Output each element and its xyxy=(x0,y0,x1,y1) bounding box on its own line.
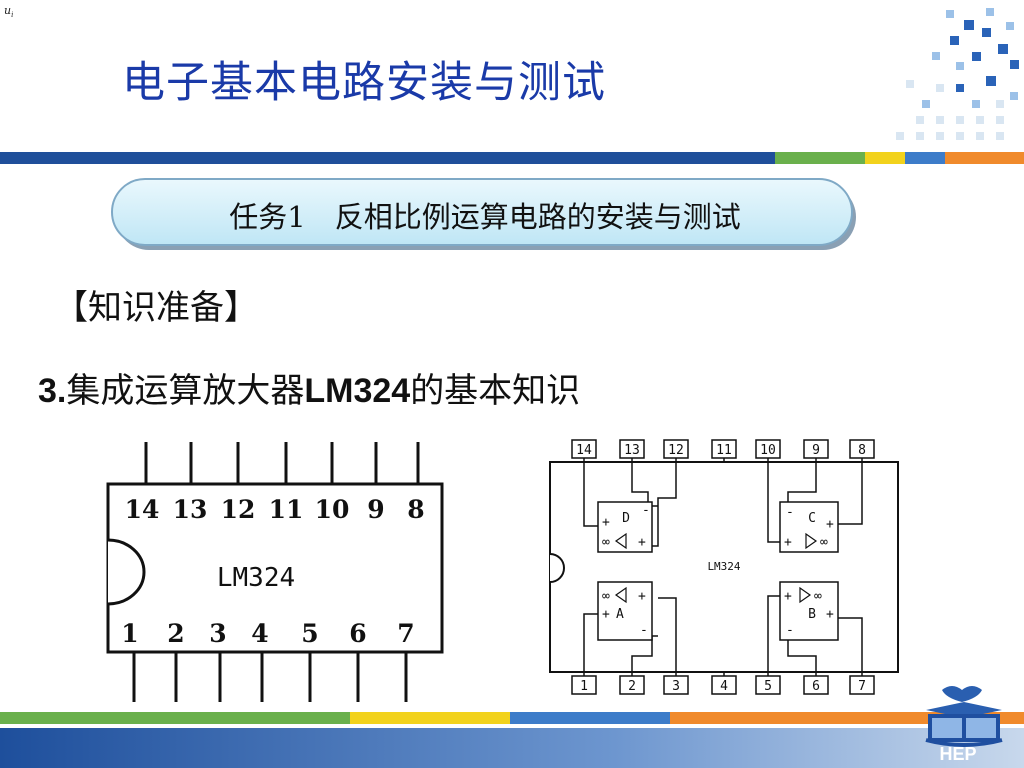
amp-b-infinity: ∞ xyxy=(814,589,822,604)
outline-pin-label: 2 xyxy=(167,619,184,648)
schematic-pin-label: 2 xyxy=(628,679,636,694)
outline-pin-label: 1 xyxy=(121,619,138,648)
amp-b-plus-right: + xyxy=(826,607,834,622)
chip-schematic-diagram: 14 13 12 11 10 9 8 1 2 3 4 5 6 7 LM324 +… xyxy=(549,439,899,695)
outline-pin-label: 11 xyxy=(269,495,304,524)
amp-c-triangle xyxy=(805,532,818,550)
header-color-stripe xyxy=(0,152,1024,164)
amp-b-minus: - xyxy=(786,623,794,638)
outline-pin-label: 8 xyxy=(407,495,424,524)
outline-chip-name: LM324 xyxy=(217,563,295,593)
amp-d-label: D xyxy=(622,511,630,526)
outline-pin-label: 7 xyxy=(397,619,414,648)
schematic-pin-label: 9 xyxy=(812,443,820,458)
amp-a-infinity: ∞ xyxy=(602,589,610,604)
schematic-pin-label: 11 xyxy=(716,443,732,458)
outline-pin-label: 10 xyxy=(315,495,350,524)
amp-d-plus-top: + xyxy=(602,515,610,530)
outline-pin-label: 5 xyxy=(301,619,318,648)
amp-c-plus-left: + xyxy=(784,535,792,550)
schematic-pin-label: 7 xyxy=(858,679,866,694)
amp-b-label: B xyxy=(808,607,816,622)
amp-c-plus-right: + xyxy=(826,517,834,532)
amp-d-triangle xyxy=(614,532,627,550)
footer-color-band xyxy=(0,712,1024,768)
decorative-square-grid xyxy=(896,8,1019,140)
schematic-pin-label: 14 xyxy=(576,443,592,458)
amp-a-triangle xyxy=(614,586,627,604)
schematic-pin-label: 8 xyxy=(858,443,866,458)
outline-pin-label: 4 xyxy=(251,619,268,648)
subheading-text-1: 集成运算放大器 xyxy=(66,371,305,411)
schematic-pin-leads xyxy=(583,458,863,676)
amp-a-plus-left: + xyxy=(602,607,610,622)
schematic-pin-label: 1 xyxy=(580,679,588,694)
subheading-text-2: 的基本知识 xyxy=(410,371,581,411)
subheading-model: LM324 xyxy=(304,372,411,410)
schematic-pin-label: 3 xyxy=(672,679,680,694)
amp-d-plus-bottom: + xyxy=(638,535,646,550)
schematic-pin-label: 4 xyxy=(720,679,728,694)
amp-c-box xyxy=(779,501,839,553)
amp-b-plus-left: + xyxy=(784,589,792,604)
subheading: 3.集成运算放大器LM324的基本知识 xyxy=(38,363,580,412)
page-title: 电子基本电路安装与测试 xyxy=(122,58,606,108)
amp-d-minus: - xyxy=(642,503,650,518)
schematic-pin-boxes xyxy=(571,439,875,695)
subheading-number: 3. xyxy=(38,372,67,410)
schematic-pin-label: 5 xyxy=(764,679,772,694)
task-banner xyxy=(111,178,856,250)
amp-a-plus-right: + xyxy=(638,589,646,604)
schematic-chip-name: LM324 xyxy=(707,560,740,573)
outline-pin-label: 12 xyxy=(221,495,256,524)
outline-pin-label: 13 xyxy=(173,495,208,524)
outline-pin-label: 6 xyxy=(349,619,366,648)
amp-a-label: A xyxy=(616,607,624,622)
schematic-pin-label: 6 xyxy=(812,679,820,694)
amp-a-box xyxy=(597,581,653,641)
amp-d-box xyxy=(597,501,653,553)
amp-c-minus: - xyxy=(786,505,794,520)
chip-outline-diagram: 14 13 12 11 10 9 8 LM324 1 2 3 4 5 6 7 xyxy=(106,442,444,702)
schematic-pin-label: 12 xyxy=(668,443,684,458)
section-heading: 【知识准备】 xyxy=(54,288,258,328)
outline-pin-label: 14 xyxy=(125,495,160,524)
hep-logo-text: HEP xyxy=(939,744,977,764)
amp-c-label: C xyxy=(808,511,816,526)
outline-pin-label: 3 xyxy=(209,619,226,648)
task-title: 任务1 反相比例运算电路的安装与测试 xyxy=(229,200,741,234)
amp-b-box xyxy=(779,581,839,641)
schematic-pin-label: 13 xyxy=(624,443,640,458)
amp-d-infinity: ∞ xyxy=(602,535,610,550)
chip-outline-pins xyxy=(132,442,420,702)
schematic-notch xyxy=(549,553,565,583)
corner-variable-mark: ui xyxy=(4,4,14,20)
amp-c-infinity: ∞ xyxy=(820,535,828,550)
chip-outline-notch xyxy=(107,538,146,606)
hep-logo-icon xyxy=(925,686,1003,747)
schematic-pin-label: 10 xyxy=(760,443,776,458)
amp-b-triangle xyxy=(799,586,812,604)
amp-a-minus: - xyxy=(640,623,648,638)
outline-pin-label: 9 xyxy=(367,495,384,524)
